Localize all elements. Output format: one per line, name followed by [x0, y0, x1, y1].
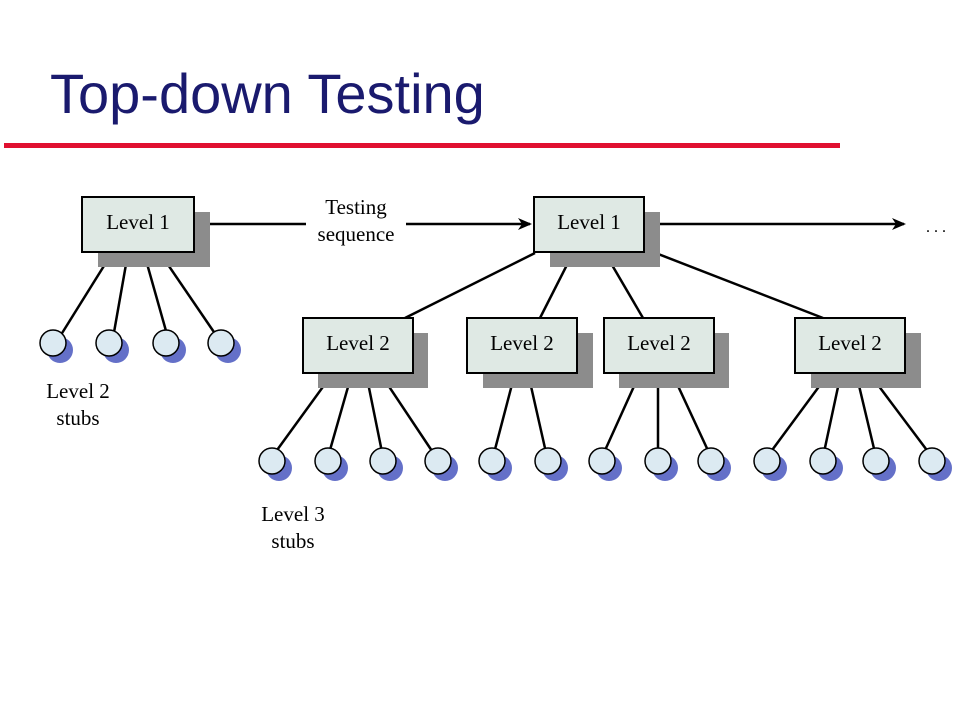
- level-2-stub: [152, 329, 186, 363]
- first-stage-level-1-box: Level 1: [81, 196, 210, 267]
- level-3-stub: [753, 447, 787, 481]
- continuation-ellipsis: . . .: [926, 219, 946, 236]
- level-2-label: Level 2: [490, 331, 554, 355]
- level-2-stub: [95, 329, 129, 363]
- title-underline: [4, 143, 840, 148]
- level-3-stub: [697, 447, 731, 481]
- level-3-stubs-label-line2: stubs: [271, 529, 314, 553]
- level-3-stubs-label-line1: Level 3: [261, 502, 325, 526]
- level-2-stubs-label-line2: stubs: [56, 406, 99, 430]
- stubs: [39, 329, 952, 481]
- level-2-label: Level 2: [326, 331, 390, 355]
- level-3-stub: [424, 447, 458, 481]
- slide-title: Top-down Testing: [50, 62, 485, 125]
- level-2-label: Level 2: [627, 331, 691, 355]
- level-3-stub: [862, 447, 896, 481]
- level-3-stub: [809, 447, 843, 481]
- level-3-stub: [588, 447, 622, 481]
- level-2-stubs-label-line1: Level 2: [46, 379, 110, 403]
- level-2-stub: [207, 329, 241, 363]
- level-2-box: Level 2: [794, 317, 921, 388]
- level-2-label: Level 2: [818, 331, 882, 355]
- testing-sequence-label-line1: Testing: [325, 195, 387, 219]
- level-2-box: Level 2: [302, 317, 428, 388]
- level-2-box: Level 2: [466, 317, 593, 388]
- level-3-stub: [534, 447, 568, 481]
- level-3-stub: [918, 447, 952, 481]
- level-2-box: Level 2: [603, 317, 729, 388]
- level-3-stub: [369, 447, 403, 481]
- level-3-stub: [644, 447, 678, 481]
- level-3-stub: [258, 447, 292, 481]
- second-stage-level-1-label: Level 1: [557, 210, 621, 234]
- level-3-stub: [314, 447, 348, 481]
- second-stage-level-1-box: Level 1: [533, 196, 660, 267]
- testing-sequence-label-line2: sequence: [318, 222, 395, 246]
- level-2-stub: [39, 329, 73, 363]
- level-3-stub: [478, 447, 512, 481]
- first-stage-level-1-label: Level 1: [106, 210, 170, 234]
